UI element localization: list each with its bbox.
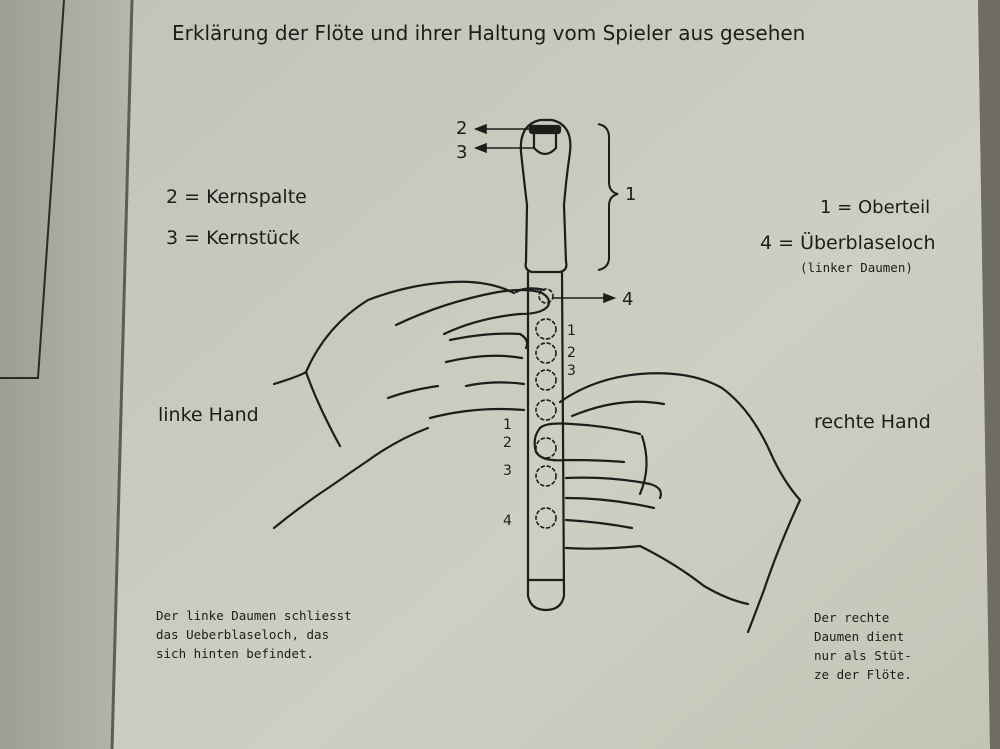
hole-number: 1 bbox=[567, 323, 576, 339]
block-labium bbox=[532, 132, 558, 156]
left-page-frame bbox=[0, 0, 65, 379]
title: Erklärung der Flöte und ihrer Haltung vo… bbox=[172, 21, 805, 45]
callout-arrows bbox=[473, 123, 617, 304]
legend-kernstueck: 3 = Kernstück bbox=[166, 227, 300, 249]
windway-slot bbox=[528, 124, 562, 135]
hole-number: 2 bbox=[503, 435, 512, 451]
legend-note: (linker Daumen) bbox=[800, 260, 913, 275]
right-hand bbox=[533, 372, 802, 634]
hole-number: 4 bbox=[503, 513, 512, 529]
flute-body bbox=[526, 270, 566, 612]
label-left-hand: linke Hand bbox=[158, 404, 259, 426]
left-page bbox=[0, 0, 132, 749]
caption-left: Der linke Daumen schliesst das Ueberblas… bbox=[156, 608, 352, 661]
main-page bbox=[112, 0, 990, 749]
hole-number: 3 bbox=[567, 363, 576, 379]
flute bbox=[519, 118, 572, 612]
legend-oberteil: 1 = Oberteil bbox=[820, 197, 930, 218]
page-shadow bbox=[978, 0, 1000, 749]
callout-2: 2 bbox=[456, 118, 467, 139]
hole-number: 3 bbox=[503, 463, 512, 479]
callout-4: 4 bbox=[622, 289, 633, 310]
callout-3: 3 bbox=[456, 142, 467, 163]
flute-head bbox=[519, 118, 572, 274]
hole-number: 1 bbox=[503, 417, 512, 433]
caption-right: Der rechte Daumen dient nur als Stüt- ze… bbox=[814, 610, 912, 682]
finger-holes bbox=[535, 288, 557, 529]
callout-1: 1 bbox=[625, 184, 636, 205]
brace-oberteil bbox=[597, 123, 619, 271]
legend-kernspalte: 2 = Kernspalte bbox=[166, 186, 307, 208]
hole-number: 2 bbox=[567, 345, 576, 361]
legend-ueberblaseloch: 4 = Überblaseloch bbox=[760, 231, 936, 254]
label-right-hand: rechte Hand bbox=[814, 411, 931, 433]
left-hand bbox=[272, 280, 551, 530]
